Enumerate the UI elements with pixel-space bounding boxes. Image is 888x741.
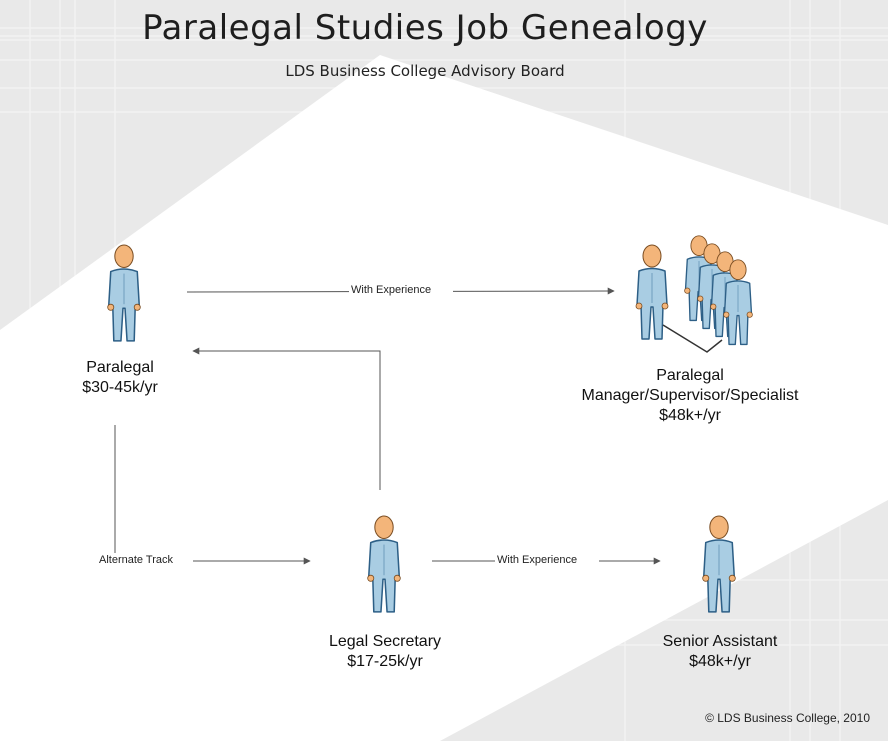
diagram-subtitle: LDS Business College Advisory Board	[285, 62, 565, 80]
edge-label-secretary-to-senior: With Experience	[497, 554, 578, 566]
node-manager-subtitle: Manager/Supervisor/Specialist	[581, 387, 799, 404]
node-paralegal-salary: $30-45k/yr	[82, 379, 158, 396]
copyright-text: © LDS Business College, 2010	[705, 711, 870, 725]
diagram-title: Paralegal Studies Job Genealogy	[142, 8, 708, 48]
node-senior-assistant-salary: $48k+/yr	[689, 653, 751, 670]
team-people-icon	[662, 235, 754, 353]
node-legal-secretary-salary: $17-25k/yr	[347, 653, 423, 670]
node-manager-title: Paralegal	[656, 367, 724, 384]
node-manager: Paralegal Manager/Supervisor/Specialist …	[540, 366, 840, 426]
node-paralegal-title: Paralegal	[86, 359, 154, 376]
node-senior-assistant: Senior Assistant $48k+/yr	[630, 632, 810, 672]
edge-label-paralegal-to-secretary: Alternate Track	[99, 554, 173, 566]
node-legal-secretary: Legal Secretary $17-25k/yr	[300, 632, 470, 672]
edge-label-paralegal-to-manager: With Experience	[351, 284, 432, 296]
node-paralegal: Paralegal $30-45k/yr	[55, 358, 185, 398]
node-senior-assistant-title: Senior Assistant	[662, 633, 778, 650]
node-legal-secretary-title: Legal Secretary	[328, 633, 442, 650]
arrow-secretary-to-paralegal	[192, 347, 381, 490]
node-manager-salary: $48k+/yr	[659, 407, 721, 424]
